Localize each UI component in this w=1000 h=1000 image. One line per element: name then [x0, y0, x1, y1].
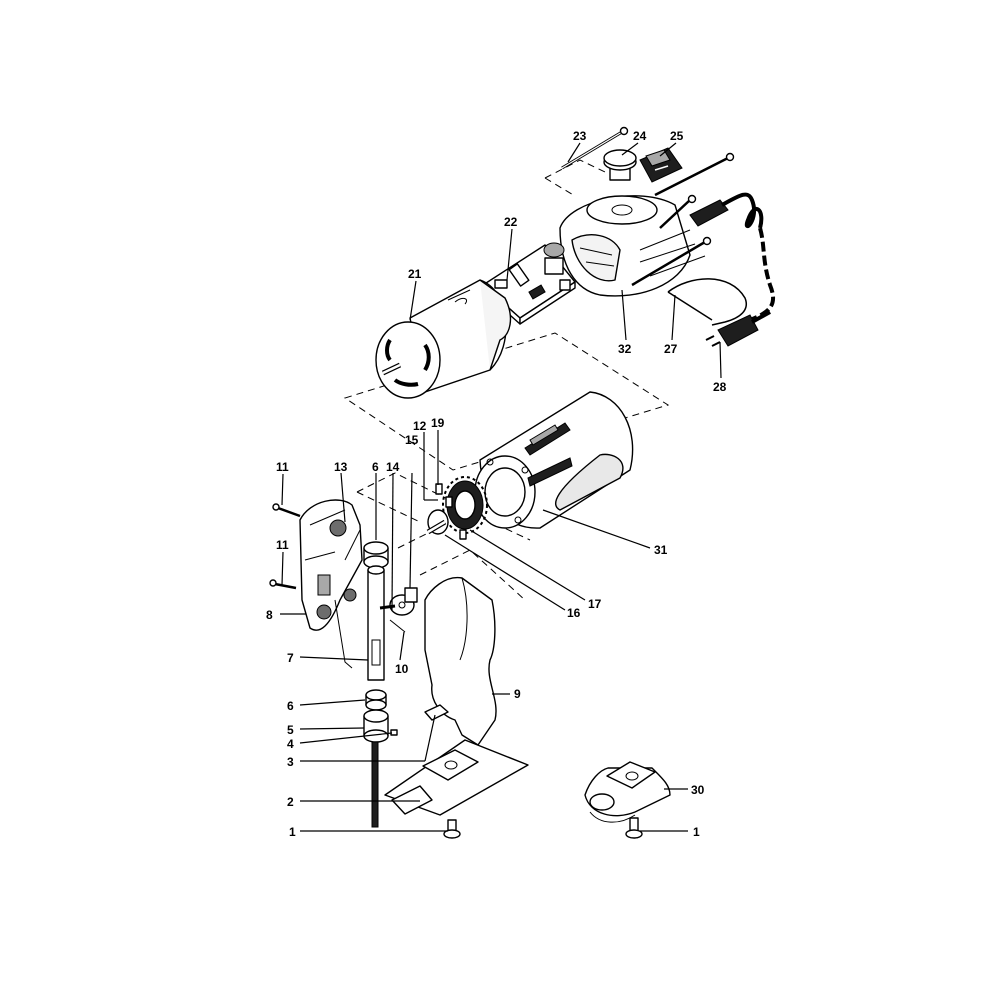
callout-22: 22 — [504, 215, 518, 229]
callout-6-bottom: 6 — [287, 699, 294, 713]
part-31-front-housing — [474, 391, 634, 529]
callout-1-left: 1 — [289, 825, 296, 839]
callout-15: 15 — [405, 433, 419, 447]
part-17-fan — [442, 476, 488, 534]
callout-3: 3 — [287, 755, 294, 769]
callout-30: 30 — [691, 783, 705, 797]
part-21-motor — [375, 279, 512, 399]
part-1-screw-left — [443, 819, 461, 839]
part-30-shoe — [584, 761, 671, 823]
part-9-guide-block — [424, 576, 497, 746]
callout-4: 4 — [287, 737, 294, 751]
part-27-wire-clip — [667, 278, 747, 326]
callout-24: 24 — [633, 129, 647, 143]
callout-2: 2 — [287, 795, 294, 809]
callout-11-bottom: 11 — [276, 538, 289, 552]
callout-1-right: 1 — [693, 825, 700, 839]
callout-6-top: 6 — [372, 460, 379, 474]
part-6-bushing-top — [363, 541, 389, 569]
callout-27: 27 — [664, 342, 678, 356]
housing-screws — [631, 152, 735, 287]
callout-28: 28 — [713, 380, 727, 394]
part-11-screws — [269, 503, 301, 590]
callout-8: 8 — [266, 608, 273, 622]
part-28-plug — [705, 310, 771, 347]
part-14-15-10-cam — [379, 587, 418, 633]
callout-25: 25 — [670, 129, 684, 143]
callout-32: 32 — [618, 342, 632, 356]
callout-13: 13 — [334, 460, 348, 474]
callout-leader-lines — [280, 142, 722, 832]
part-16-drive-shaft — [426, 509, 449, 535]
part-24-knob — [603, 149, 637, 181]
part-3-blade — [371, 741, 379, 828]
part-2-base-plate — [384, 704, 529, 816]
callout-5: 5 — [287, 723, 294, 737]
part-25-switch — [639, 147, 683, 183]
callout-14: 14 — [386, 460, 400, 474]
callout-12: 12 — [413, 419, 427, 433]
callout-labels: 23 24 25 22 21 32 27 28 12 19 11 13 6 14… — [266, 129, 727, 839]
callout-10: 10 — [395, 662, 409, 676]
callout-7: 7 — [287, 651, 294, 665]
part-32-rear-housing — [559, 195, 706, 297]
callout-23: 23 — [573, 129, 587, 143]
part-6-5-4-lower-bushing — [363, 689, 398, 743]
part-1-screw-right — [625, 817, 643, 839]
callout-31: 31 — [654, 543, 668, 557]
callout-9: 9 — [514, 687, 521, 701]
callout-21: 21 — [408, 267, 422, 281]
part-12-19-screws — [435, 483, 467, 540]
part-8-cam-frame — [299, 499, 363, 669]
power-cord — [689, 192, 776, 322]
part-7-plunger — [367, 565, 385, 681]
callout-11-top: 11 — [276, 460, 289, 474]
callout-16: 16 — [567, 606, 581, 620]
callout-19: 19 — [431, 416, 445, 430]
part-23-long-screw — [561, 126, 629, 170]
callout-17: 17 — [588, 597, 602, 611]
